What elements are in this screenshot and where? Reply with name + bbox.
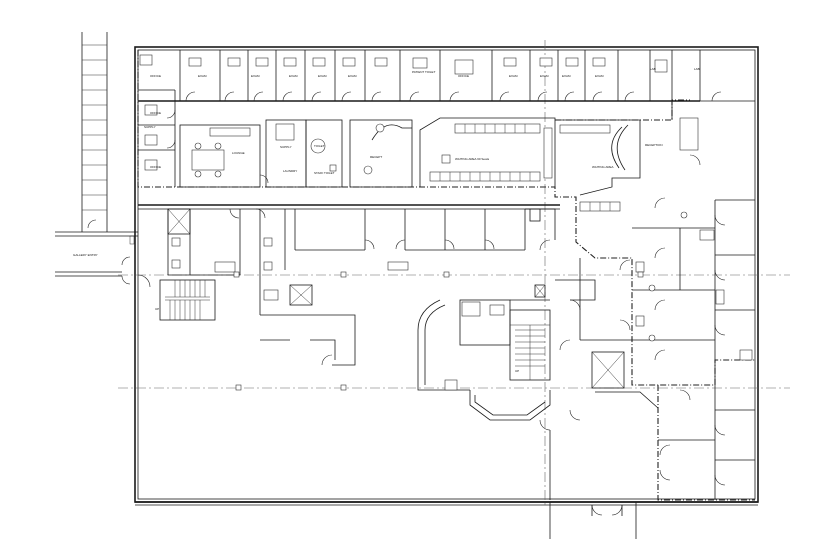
supply-label-1: SUPPLY [144,125,156,129]
left-rooms [138,89,176,187]
reception-label: RECEPTION [645,143,663,147]
exam-label-8: EXAM [562,74,571,78]
waiting-area [419,117,556,187]
exam-label-3: EXAM [289,74,298,78]
exterior-walkway [55,32,138,285]
top-rooms [138,50,722,171]
office-label-1: OFFICE [150,74,161,78]
stair-up-label-west: UP [155,307,159,311]
exam-label-6: EXAM [509,74,518,78]
waiting-area-label: WAITING AREA 60 Seats [455,157,490,161]
middle-rooms [138,204,560,315]
lower-right-rooms [658,385,755,500]
entry-label: GALLERY ENTRY [73,253,98,257]
patient-toilet-label: PATIENT TOILET [412,70,436,74]
laundry-label: LAUNDRY [283,169,297,173]
exam-label-9: EXAM [595,74,604,78]
stair-west [137,274,216,321]
grid-lines [118,40,790,505]
office-label-2: OFFICE [150,111,161,115]
exam-label-1: EXAM [198,74,207,78]
central-rooms [260,258,659,500]
staff-toilet-label: STAFF TOILET [314,171,335,175]
exam-label-5: EXAM [348,74,357,78]
office-label-3: OFFICE [150,165,161,169]
reception-area [555,117,701,212]
stair-up-label-central: UP [515,369,519,373]
right-rooms [632,100,755,385]
toilet-label: TOILET [314,144,325,148]
lounge-core [179,119,413,188]
lounge-label: LOUNGE [232,151,245,155]
lab-label-2: LAB [694,67,700,71]
exam-label-4: EXAM [318,74,327,78]
lab-label-1: LAB [650,67,656,71]
waiting-area-label-2: WAITING AREA [592,165,614,169]
building-shell [134,46,759,539]
office-label-east: OFFICE [458,74,469,78]
recept-label: RECEPT [370,155,382,159]
exam-label-2: EXAM [251,74,260,78]
columns [233,271,644,391]
exam-label-7: EXAM [540,74,549,78]
supply-label-2: SUPPLY [280,145,292,149]
